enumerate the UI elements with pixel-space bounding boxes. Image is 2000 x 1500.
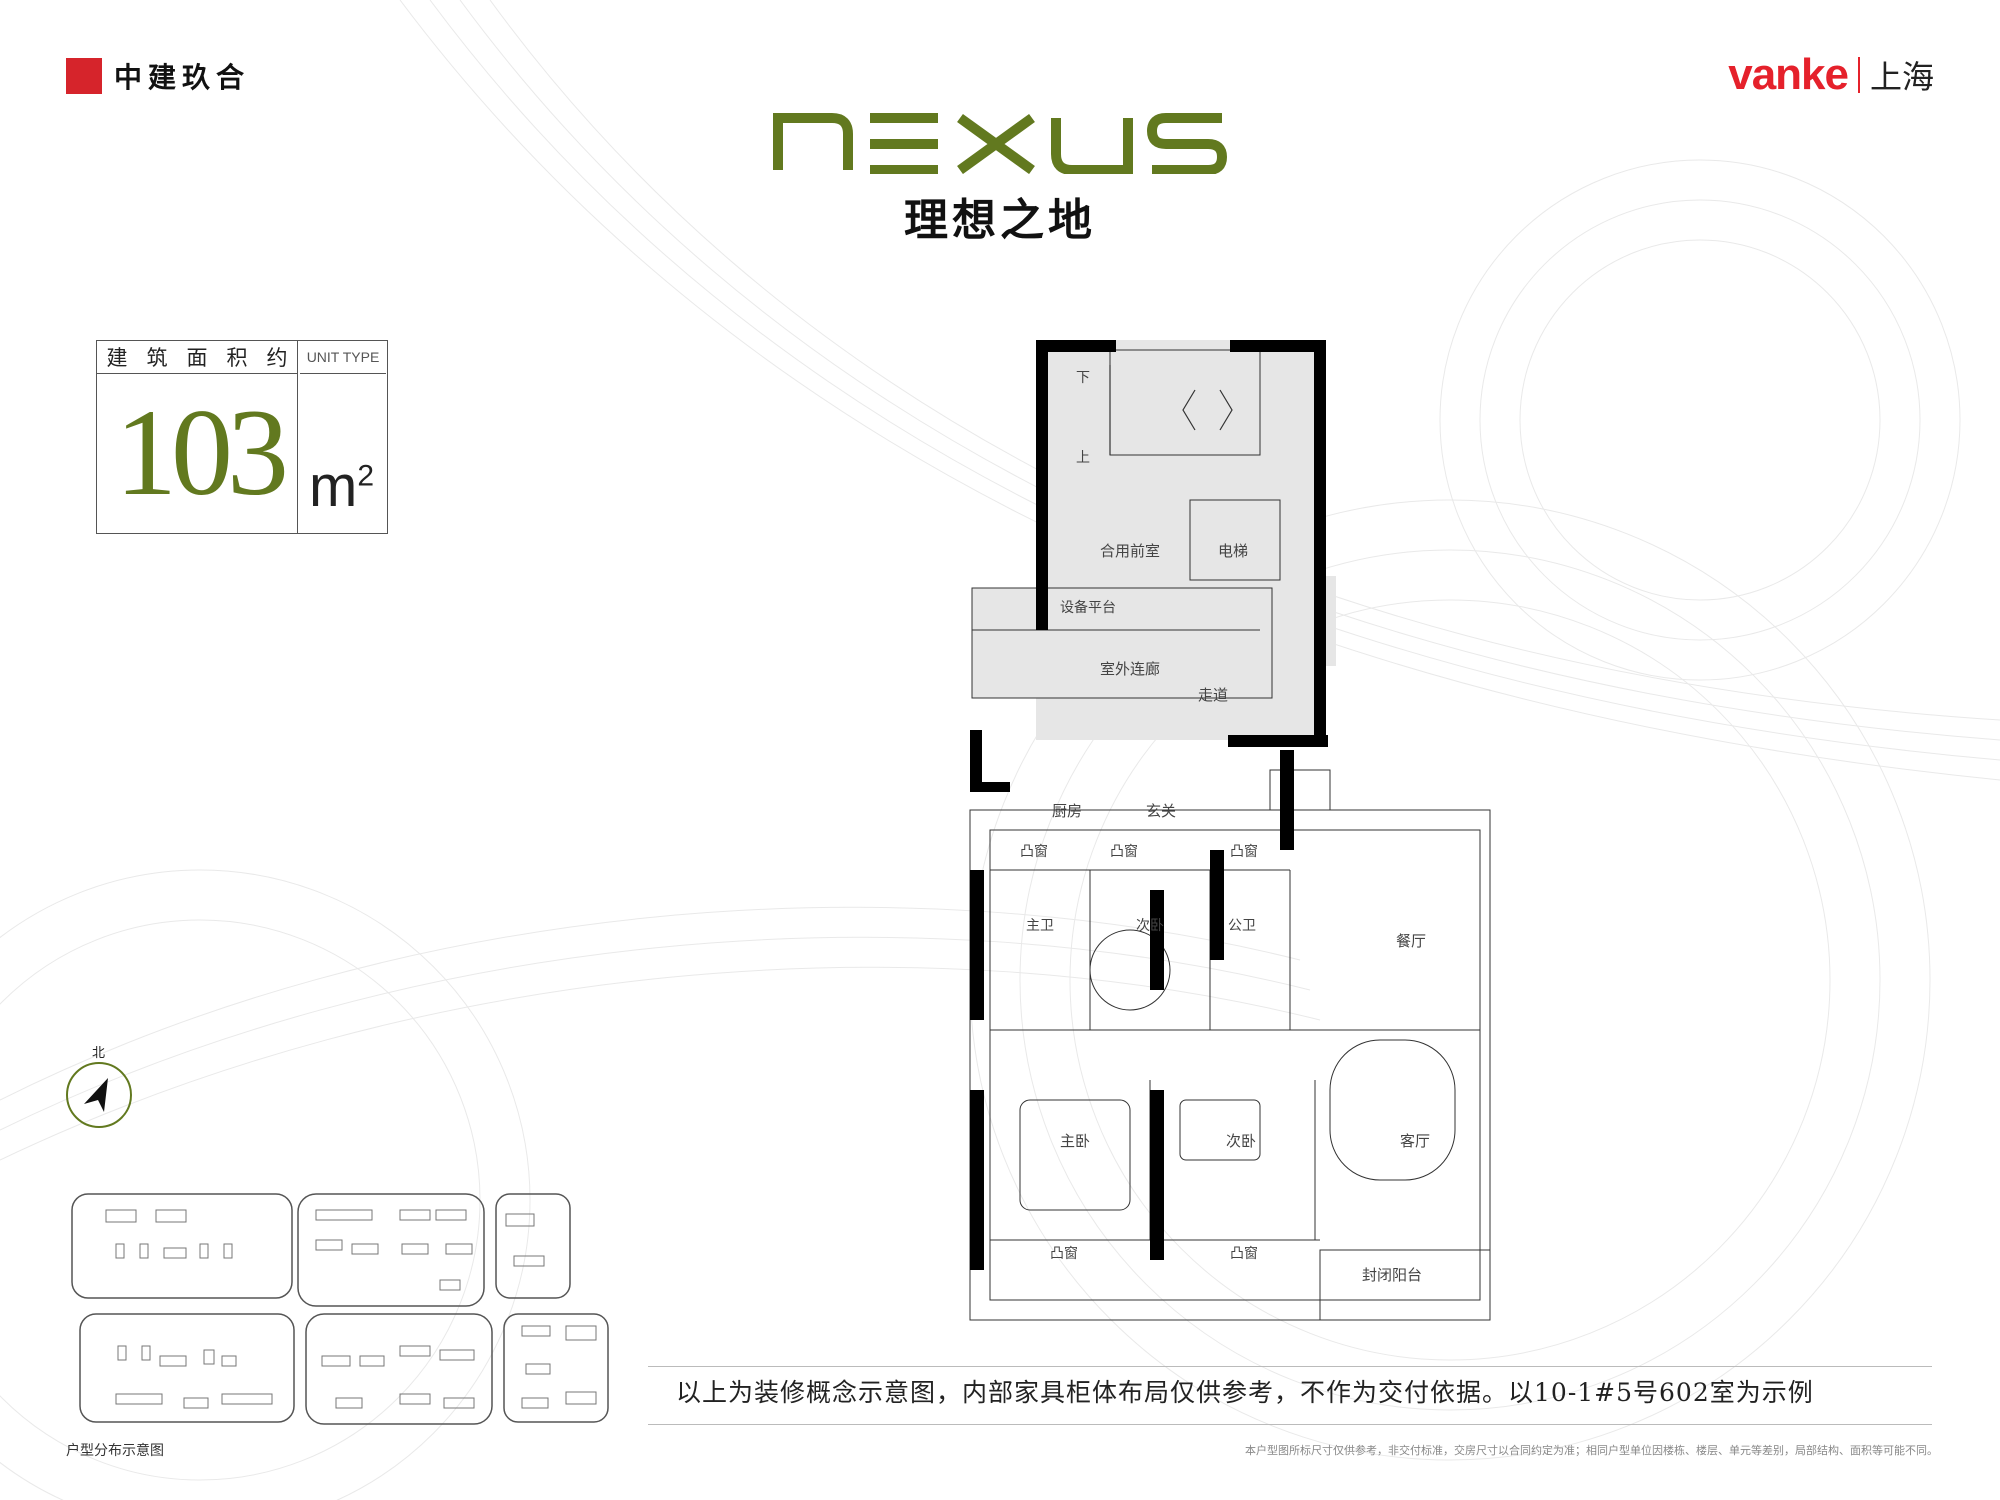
area-label-char: 积 — [226, 346, 248, 370]
nexus-logo — [773, 113, 1228, 175]
area-label: 建 筑 面 积 约 — [97, 341, 298, 374]
floor-plan: 下 上 合用前室 电梯 设备平台 室外连廊 走道 厨房 玄关 凸窗 凸窗 凸窗 … — [969, 340, 1491, 1321]
vanke-city: 上海 — [1869, 58, 1934, 96]
divider-line — [648, 1424, 1932, 1425]
room-label: 凸窗 — [1020, 843, 1048, 860]
room-label: 主卧 — [1060, 1132, 1090, 1150]
room-label: 次卧 — [1226, 1132, 1256, 1150]
area-label-char: 建 — [106, 346, 128, 370]
area-unit-m: m — [309, 454, 358, 519]
area-value: 103 — [101, 373, 298, 533]
cscec-brand-name: 中建玖合 — [114, 61, 251, 94]
room-label: 电梯 — [1218, 542, 1248, 560]
area-unit-sup: 2 — [357, 459, 375, 493]
site-distribution-map — [71, 1193, 609, 1425]
area-label-char: 筑 — [146, 346, 168, 370]
room-label: 厨房 — [1052, 802, 1082, 820]
room-label: 餐厅 — [1396, 932, 1426, 950]
logo-divider — [1857, 57, 1860, 93]
compass: 北 — [66, 1042, 132, 1128]
footnote: 本户型图所标尺寸仅供参考，非交付标准，交房尺寸以合同约定为准；相同户型单位因楼栋… — [1245, 1444, 1938, 1457]
vanke-brand: vanke — [1728, 50, 1849, 99]
cscec-logo-icon — [66, 58, 102, 94]
compass-north-label: 北 — [92, 1046, 106, 1061]
room-label: 次卧 — [1136, 918, 1164, 934]
room-label: 设备平台 — [1060, 599, 1116, 616]
room-label: 合用前室 — [1100, 542, 1160, 560]
room-label: 下 — [1076, 370, 1090, 386]
room-label: 走道 — [1198, 686, 1228, 704]
logo-vanke: vanke 上海 — [1728, 50, 1934, 100]
room-label: 公卫 — [1228, 918, 1256, 934]
project-title: 理想之地 — [700, 110, 1300, 248]
site-map-label: 户型分布示意图 — [66, 1443, 164, 1459]
room-label: 封闭阳台 — [1362, 1266, 1422, 1284]
unit-type-label: UNIT TYPE — [300, 341, 386, 374]
divider-line — [648, 1366, 1932, 1367]
disclaimer: 以上为装修概念示意图，内部家具柜体布局仅供参考，不作为交付依据。以10-1#5号… — [676, 1378, 1814, 1407]
compass-circle — [66, 1062, 132, 1128]
room-label: 凸窗 — [1230, 1245, 1258, 1262]
compass-arrow-icon — [84, 1078, 108, 1112]
room-label: 主卫 — [1026, 918, 1054, 934]
area-unit: m2 — [309, 453, 374, 520]
room-label: 凸窗 — [1230, 843, 1258, 860]
room-label: 客厅 — [1400, 1132, 1430, 1150]
project-subtitle: 理想之地 — [904, 195, 1096, 246]
area-label-char: 面 — [186, 346, 208, 370]
area-label-char: 约 — [266, 346, 288, 370]
room-label: 上 — [1076, 450, 1090, 466]
room-label: 室外连廊 — [1100, 660, 1160, 678]
room-label: 凸窗 — [1050, 1245, 1078, 1262]
area-box: 建 筑 面 积 约 UNIT TYPE 103 m2 — [96, 340, 388, 534]
room-label: 玄关 — [1146, 802, 1176, 820]
room-label: 凸窗 — [1110, 843, 1138, 860]
logo-cscec: 中建玖合 — [66, 56, 250, 96]
